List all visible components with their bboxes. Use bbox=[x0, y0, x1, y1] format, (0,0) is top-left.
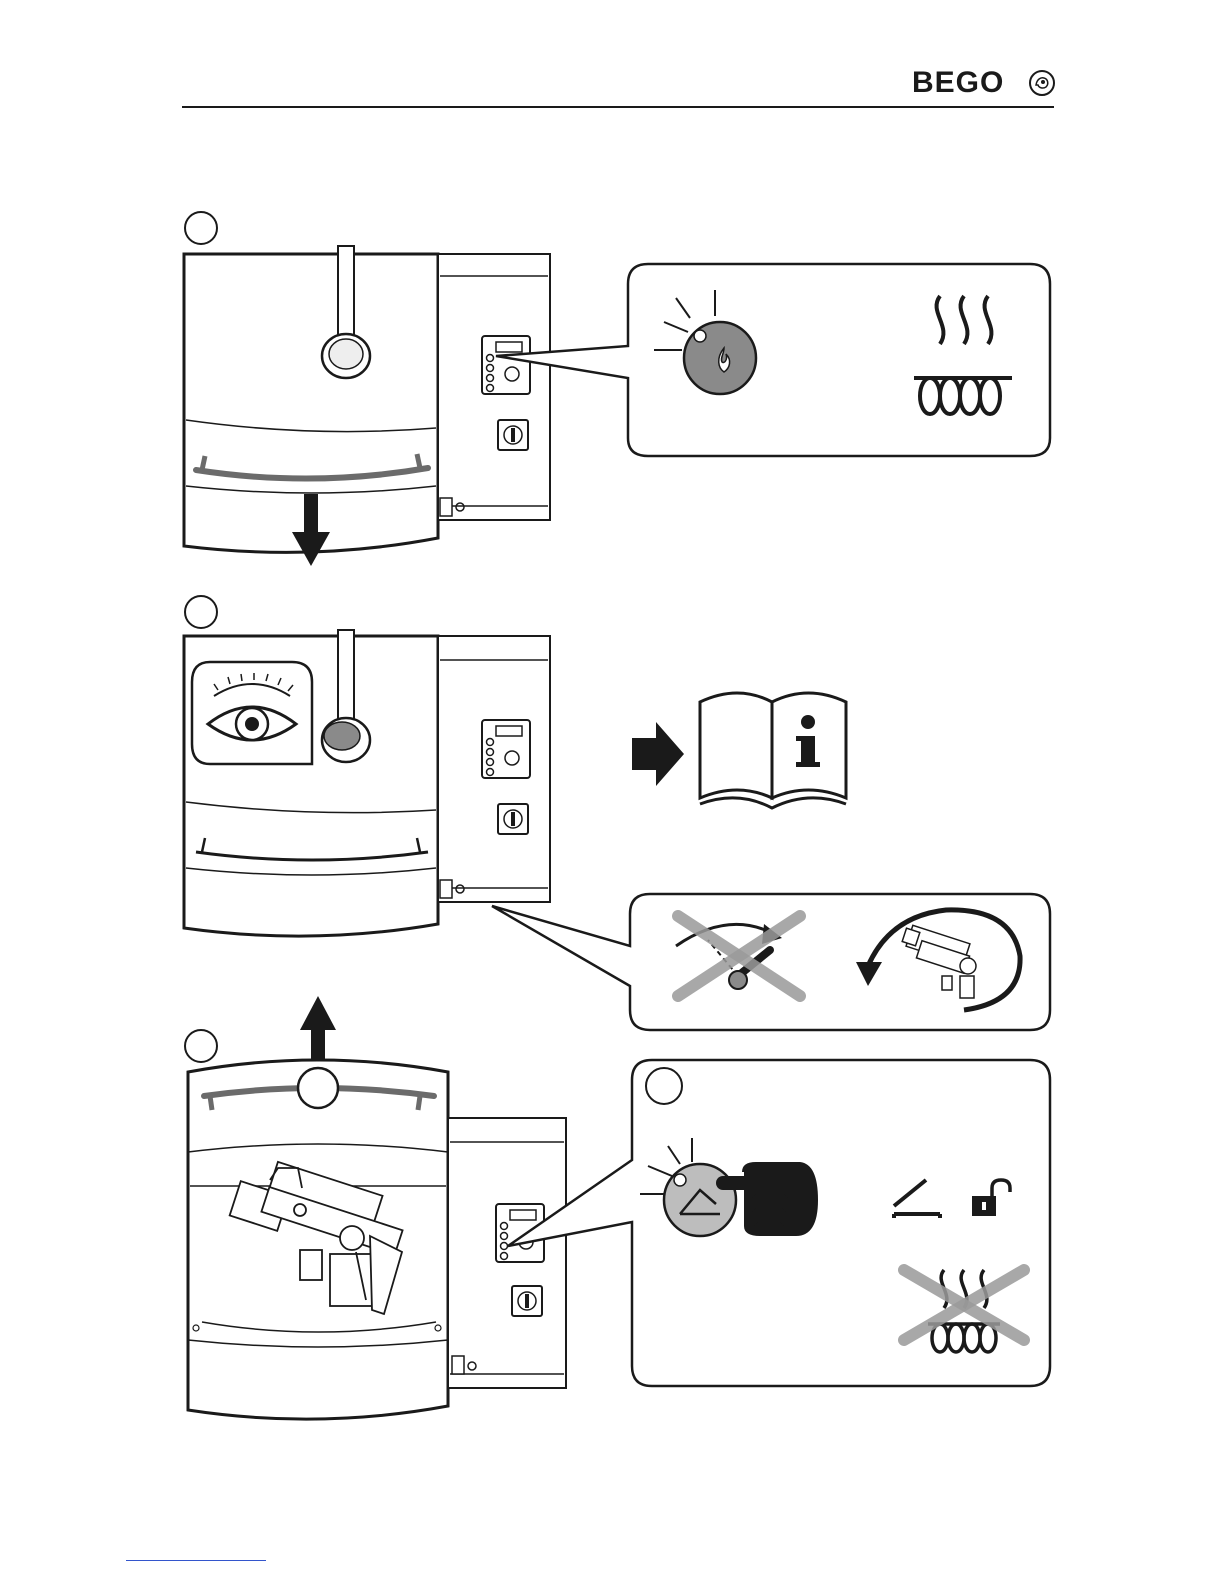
step-2 bbox=[184, 596, 1050, 1030]
unlock-callout bbox=[508, 1060, 1050, 1386]
step-1-marker bbox=[185, 212, 217, 244]
arrow-right-icon bbox=[632, 722, 684, 786]
inspection-manual-callout bbox=[492, 894, 1050, 1030]
ignition-heating-callout bbox=[496, 264, 1050, 456]
footer-link-underline[interactable] bbox=[126, 1560, 266, 1561]
open-lid-icon bbox=[188, 1060, 448, 1419]
manual-info-icon bbox=[700, 693, 846, 808]
eye-icon bbox=[192, 662, 312, 764]
step-3 bbox=[185, 996, 1050, 1419]
step-3a-marker bbox=[646, 1068, 682, 1104]
step-1 bbox=[184, 212, 1050, 566]
step-3-marker bbox=[185, 1030, 217, 1062]
step-2-marker bbox=[185, 596, 217, 628]
